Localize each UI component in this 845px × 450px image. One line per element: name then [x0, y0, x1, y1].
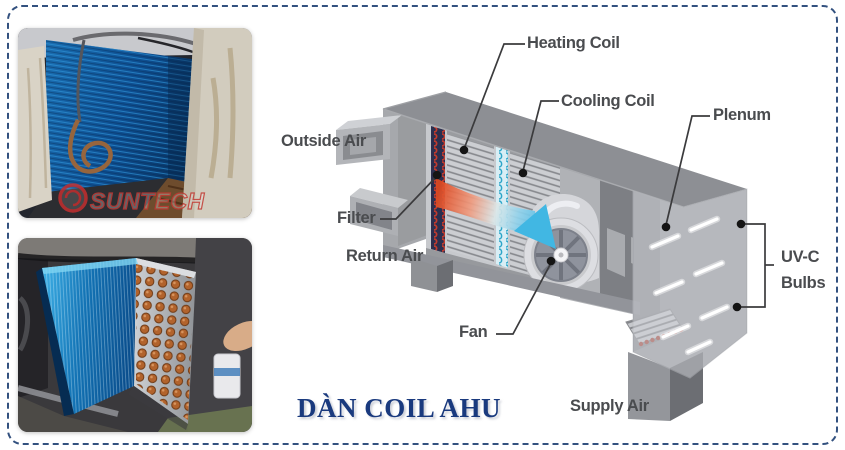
callout-dots: [432, 145, 746, 312]
label-uvc-bulbs: UV-C Bulbs: [781, 244, 826, 296]
label-return-air: Return Air: [346, 247, 424, 265]
label-supply-air: Supply Air: [570, 397, 649, 415]
plenum-panel: [632, 188, 748, 379]
ahu-body: [336, 91, 747, 421]
page-title: DÀN COIL AHU: [297, 393, 502, 423]
airflow-arrow: [436, 178, 556, 249]
watermark-text: SUNTECH: [90, 188, 205, 214]
label-heating-coil: Heating Coil: [527, 34, 620, 52]
label-filter: Filter: [337, 209, 376, 227]
suntech-watermark: SUNTECH: [58, 183, 205, 215]
label-outside-air: Outside Air: [281, 132, 367, 150]
label-uvc-line1: UV-C: [781, 248, 820, 266]
label-fan: Fan: [459, 323, 488, 341]
label-cooling-coil: Cooling Coil: [561, 92, 655, 110]
label-plenum: Plenum: [713, 106, 771, 124]
label-uvc-line2: Bulbs: [781, 274, 826, 292]
callout-lines: [380, 43, 774, 335]
photo-coil-copper-tubes: [18, 238, 252, 432]
photo-installed-coil: SUNTECH: [18, 28, 252, 218]
coil-copper-tubes-illustration: [18, 238, 252, 432]
uvc-bulbs-illustration: [648, 215, 731, 356]
installed-coil-illustration: SUNTECH: [18, 28, 252, 218]
